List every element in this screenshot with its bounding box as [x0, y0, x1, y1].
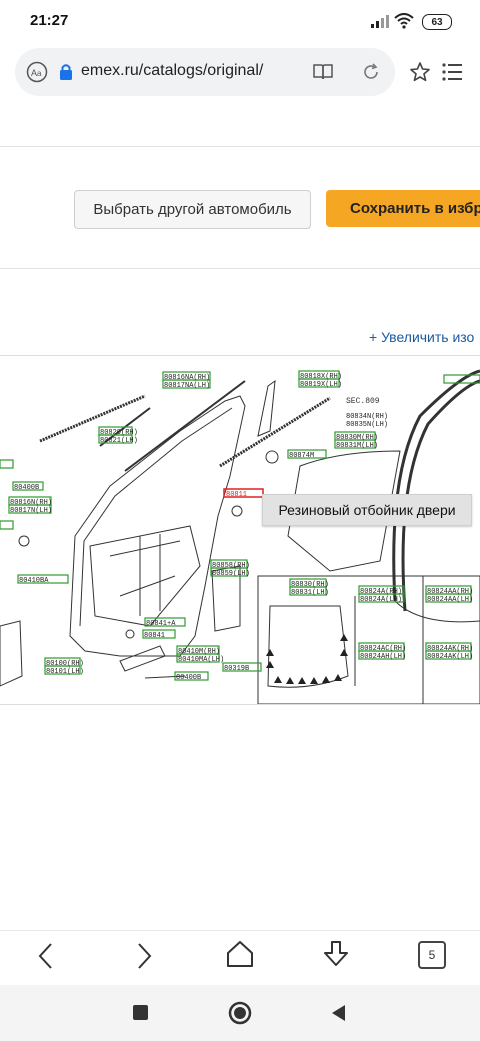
part-label[interactable]: 80874M	[289, 452, 314, 460]
part-label[interactable]: 80824AA(RH)	[427, 588, 473, 596]
part-label[interactable]: 80319B	[224, 665, 249, 673]
part-label[interactable]: 80410M(RH)	[178, 648, 220, 656]
part-label[interactable]: 80400B	[14, 484, 39, 492]
part-label[interactable]: 80831(LH)	[291, 589, 329, 597]
choose-other-car-button[interactable]: Выбрать другой автомобиль	[74, 190, 311, 229]
section-ref: SEC.809	[346, 397, 380, 406]
part-label[interactable]: 80835N(LH)	[346, 421, 388, 429]
part-label[interactable]: 80824AK(RH)	[427, 645, 473, 653]
part-label[interactable]: 80834N(RH)	[346, 413, 388, 421]
home-icon[interactable]	[225, 939, 255, 969]
part-label[interactable]: 80820(RH)	[100, 429, 138, 437]
save-to-favorites-button[interactable]: Сохранить в избра	[326, 190, 480, 227]
system-home-icon[interactable]	[228, 1001, 252, 1025]
star-icon[interactable]	[409, 61, 431, 83]
wifi-icon	[394, 13, 414, 29]
part-label[interactable]: 80824AC(RH)	[360, 645, 406, 653]
highlighted-part-label[interactable]: 80811	[226, 491, 247, 499]
battery-level: 63	[431, 16, 443, 28]
part-label[interactable]: 80821(LH)	[100, 437, 138, 445]
book-icon[interactable]	[312, 63, 334, 81]
parts-diagram[interactable]: SEC.809 80816NA(RH)80817NA(LH)80820(RH)8…	[0, 355, 480, 705]
tab-count: 5	[428, 948, 436, 962]
url-text[interactable]: emex.ru/catalogs/original/	[81, 62, 264, 79]
part-label[interactable]: 80816N(RH)	[10, 499, 52, 507]
part-label[interactable]: 80824AA(LH)	[427, 596, 473, 604]
menu-icon[interactable]	[441, 62, 463, 82]
part-label[interactable]: 80824AH(LH)	[360, 653, 406, 661]
system-back-icon[interactable]	[330, 1003, 346, 1023]
part-label[interactable]: 80824A(RH)	[360, 588, 402, 596]
status-time: 21:27	[30, 12, 69, 29]
back-icon[interactable]	[36, 941, 56, 971]
part-label[interactable]: 80859(LH)	[212, 570, 250, 578]
part-label[interactable]: 80830M(RH)	[336, 434, 378, 442]
part-label[interactable]: 80858(RH)	[212, 562, 250, 570]
part-tooltip: Резиновый отбойник двери	[262, 494, 472, 526]
reload-icon[interactable]	[361, 62, 381, 82]
part-label[interactable]: 80101(LH)	[46, 668, 84, 676]
part-label[interactable]: 80410BA	[19, 577, 49, 585]
forward-icon[interactable]	[134, 941, 154, 971]
part-label[interactable]: 80841+A	[146, 620, 176, 628]
part-label[interactable]: 80817N(LH)	[10, 507, 52, 515]
zoom-image-link[interactable]: + Увеличить изо	[369, 329, 475, 345]
part-label[interactable]: 80819X(LH)	[300, 381, 342, 389]
recents-icon[interactable]	[133, 1005, 148, 1020]
part-label[interactable]: 80841	[144, 632, 165, 640]
battery-indicator: 63	[422, 14, 452, 30]
part-label[interactable]: 80100(RH)	[46, 660, 84, 668]
door-schematic: SEC.809 80816NA(RH)80817NA(LH)80820(RH)8…	[0, 369, 480, 704]
svg-text:a: a	[37, 69, 42, 78]
highlighted-part-80811	[223, 488, 264, 498]
part-label[interactable]: 80831M(LH)	[336, 442, 378, 450]
part-label[interactable]: 80830(RH)	[291, 581, 329, 589]
signal-icon	[371, 15, 389, 28]
download-icon[interactable]	[321, 939, 351, 969]
tabs-button[interactable]: 5	[418, 941, 446, 969]
part-label[interactable]: 80410MA(LH)	[178, 656, 224, 664]
part-label[interactable]: 80816NA(RH)	[164, 374, 210, 382]
part-label[interactable]: 80817NA(LH)	[164, 382, 210, 390]
part-label[interactable]: 80824A(LH)	[360, 596, 402, 604]
divider	[0, 268, 480, 269]
status-bar: 21:27 63	[0, 0, 480, 42]
part-label[interactable]: 80818X(RH)	[300, 373, 342, 381]
system-nav-bar	[0, 985, 480, 1041]
part-label[interactable]: 80400B	[176, 674, 201, 682]
part-label[interactable]: 80824AK(LH)	[427, 653, 473, 661]
lock-icon	[60, 64, 72, 80]
svg-text:A: A	[31, 68, 37, 78]
divider	[0, 146, 480, 147]
browser-toolbar	[0, 930, 480, 983]
